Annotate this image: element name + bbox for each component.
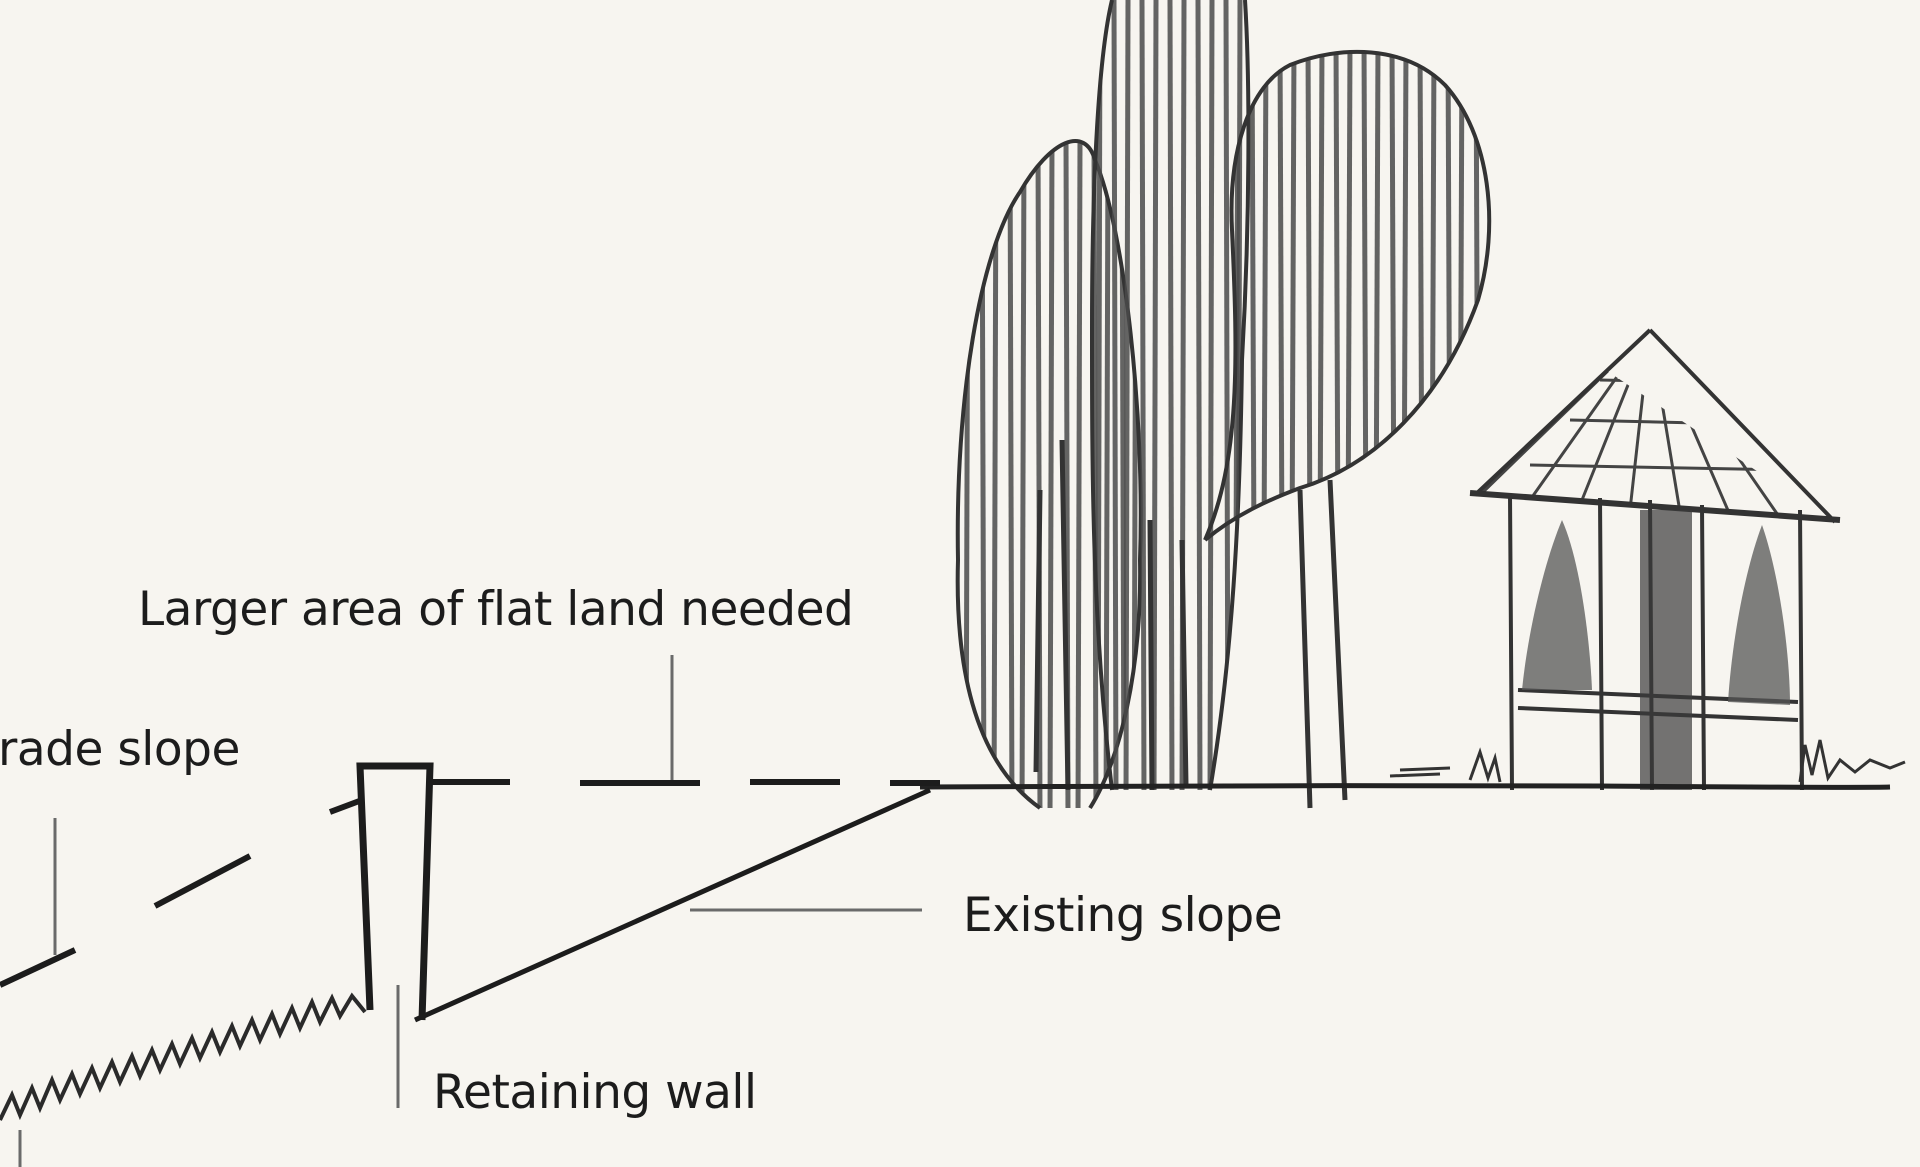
gazebo-icon: [1469, 328, 1841, 791]
tree-middle-icon: [1089, 0, 1251, 791]
label-existing-slope: Existing slope: [963, 888, 1283, 943]
grass-tuft-icon: [1389, 739, 1906, 783]
retaining-wall: [356, 762, 434, 1021]
grade-slope-dashed-line: [0, 797, 364, 988]
low-ground-hatching: [0, 992, 367, 1121]
label-retaining-wall: Retaining wall: [433, 1065, 757, 1120]
flat-land-dashed-line: [430, 779, 940, 786]
ground-line: [919, 783, 1891, 790]
existing-slope-line: [413, 787, 932, 1023]
label-grade-slope: rade slope: [0, 722, 240, 777]
label-flat-land: Larger area of flat land needed: [138, 582, 854, 637]
